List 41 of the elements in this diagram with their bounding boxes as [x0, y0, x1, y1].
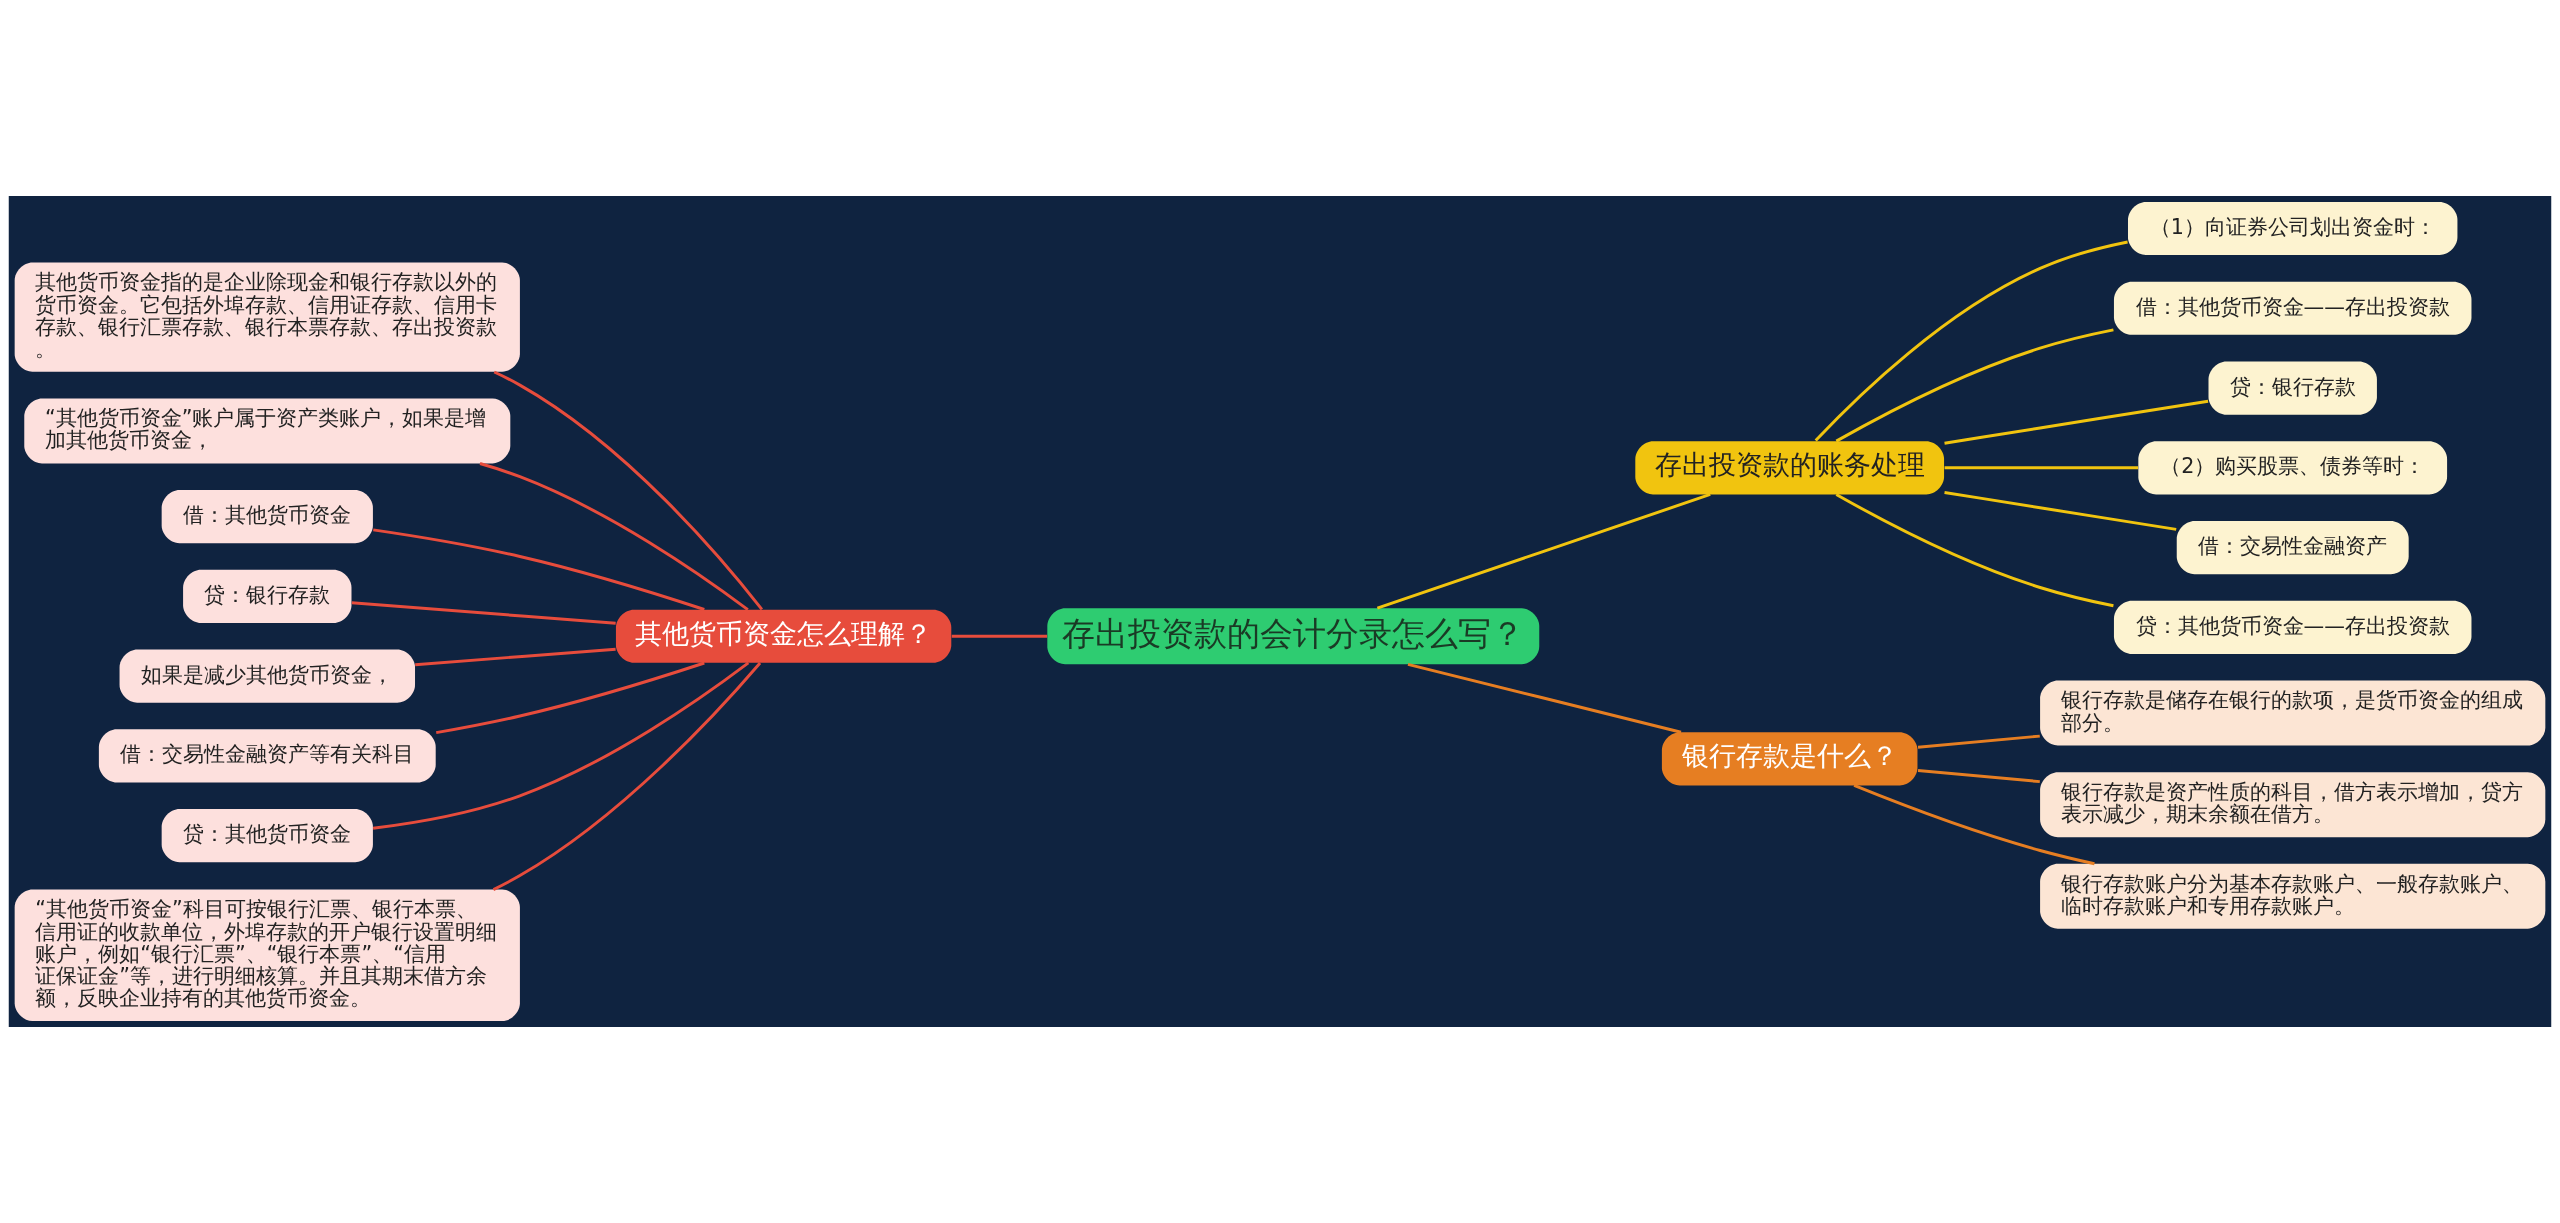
connector [493, 370, 764, 611]
connector [372, 661, 750, 830]
node-box: （1）向证券公司划出资金时： [2128, 201, 2458, 256]
connector [1376, 493, 1711, 610]
connector [373, 528, 705, 611]
node-box: 其他货币资金怎么理解？ [615, 609, 952, 663]
connector [1917, 769, 2040, 784]
node-box: 银行存款是什么？ [1661, 732, 1918, 786]
node-box: 银行存款是储存在银行的款项，是货币资金的组成部分。 [2040, 680, 2546, 746]
node-box: 借：交易性金融资产等有关科目 [98, 729, 436, 783]
connector [492, 661, 762, 891]
connector [1944, 399, 2209, 445]
node-box: 借：其他货币资金——存出投资款 [2113, 281, 2472, 335]
node-box: 借：其他货币资金 [161, 490, 373, 544]
connector [951, 634, 1048, 638]
node-box: 贷：银行存款 [183, 569, 352, 623]
connector [435, 661, 705, 735]
connector [1853, 784, 2095, 866]
connector [1944, 491, 2177, 531]
node-box: 存出投资款的账务处理 [1635, 441, 1945, 495]
node-box: “其他货币资金”科目可按银行汇票、银行本票、信用证的收款单位，外埠存款的开户银行设置明细账户，例如“银行汇票”、“银行本票”、“信用证保证金”等，进行明细核算。并且其期末借方余额，反映企业持有的其他货币资金。 [14, 889, 520, 1022]
node-box: 银行存款是资产性质的科目，借方表示增加，贷方表示减少，期末余额在借方。 [2040, 772, 2546, 838]
connector [1835, 493, 2114, 608]
node-box: 借：交易性金融资产 [2176, 521, 2409, 575]
connector [415, 647, 616, 667]
node-box: （2）购买股票、债券等时： [2138, 441, 2448, 495]
node-box: 其他货币资金指的是企业除现金和银行存款以外的货币资金。它包括外埠存款、信用证存款、信用卡存款、银行汇票存款、银行本票存款、存出投资款。 [14, 262, 520, 372]
node-box: 贷：银行存款 [2208, 361, 2377, 415]
connector [1917, 734, 2040, 749]
connector [1407, 662, 1682, 734]
connector [1814, 240, 2128, 442]
node-box: 存出投资款的会计分录怎么写？ [1047, 608, 1540, 665]
connector [479, 462, 749, 611]
node-box: “其他货币资金”账户属于资产类账户，如果是增加其他货币资金， [24, 398, 511, 464]
connector [1835, 328, 2114, 443]
node-box: 贷：其他货币资金——存出投资款 [2113, 600, 2472, 654]
node-box: 贷：其他货币资金 [161, 809, 373, 863]
node-box: 如果是减少其他货币资金， [119, 649, 415, 703]
node-box: 银行存款账户分为基本存款账户、一般存款账户、临时存款账户和专用存款账户。 [2040, 863, 2546, 929]
connector [1944, 466, 2139, 470]
connector [351, 601, 616, 625]
